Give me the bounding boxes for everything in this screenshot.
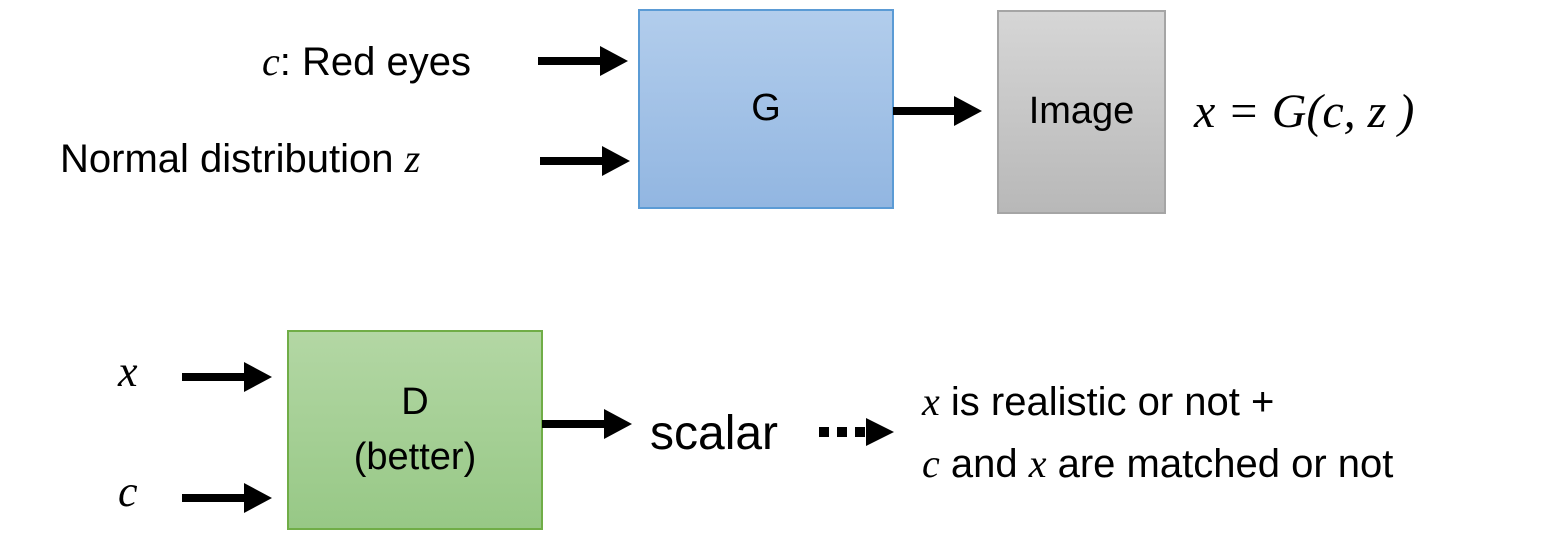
discriminator-box: D (better): [287, 330, 543, 530]
x-input-arrow: [182, 362, 272, 392]
discriminator-output-arrow: [542, 409, 632, 439]
condition-text: : Red eyes: [279, 40, 471, 84]
result-line-2: c and x are matched or not: [922, 441, 1394, 486]
result-x-variable-2: x: [1028, 441, 1047, 486]
discriminator-label: D: [401, 380, 429, 423]
x-input-label: x: [118, 347, 138, 396]
generator-box: G: [638, 9, 894, 209]
image-label: Image: [1028, 90, 1135, 133]
generator-label: G: [751, 87, 781, 130]
noise-arrow: [540, 146, 630, 176]
result-line-2-text-b: are matched or not: [1046, 442, 1394, 486]
result-x-variable: x: [922, 379, 940, 424]
result-c-variable: c: [922, 441, 940, 486]
condition-input-label: c: Red eyes: [262, 39, 471, 84]
generator-output-arrow: [893, 96, 982, 126]
image-box: Image: [997, 10, 1166, 214]
result-line-1: x is realistic or not +: [922, 379, 1275, 424]
noise-input-label: Normal distribution z: [60, 136, 421, 181]
generator-equation: x = G(c, z ): [1194, 85, 1415, 138]
result-line-1-text: is realistic or not +: [939, 380, 1275, 424]
c-variable: c: [262, 39, 280, 84]
dotted-arrow: [819, 418, 894, 446]
result-line-2-text-a: and: [939, 442, 1029, 486]
noise-text: Normal distribution: [60, 137, 405, 181]
discriminator-sublabel: (better): [353, 436, 477, 478]
scalar-output-label: scalar: [650, 407, 779, 460]
z-variable: z: [404, 136, 421, 181]
c-input-label: c: [118, 467, 138, 516]
c-input-arrow: [182, 483, 272, 513]
condition-arrow: [538, 46, 628, 76]
